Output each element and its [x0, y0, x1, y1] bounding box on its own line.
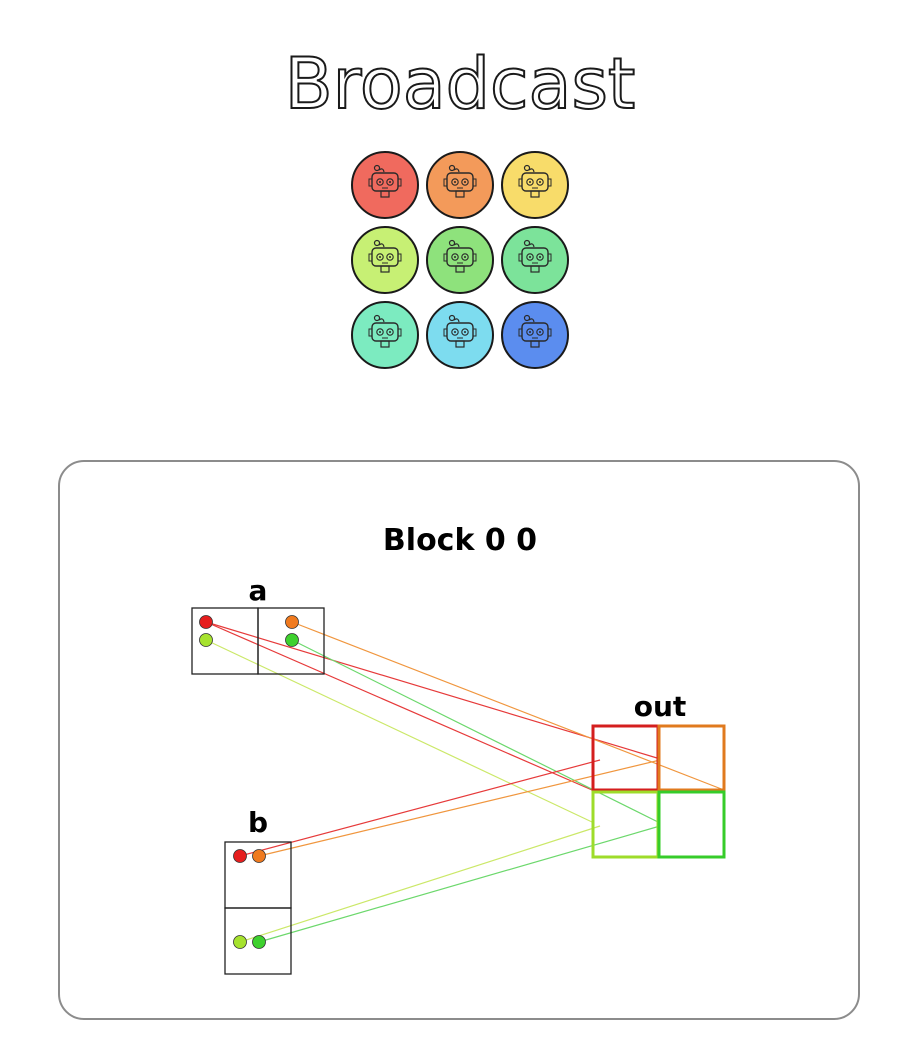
line-a-green-to-out	[291, 639, 659, 823]
tensor-out	[591, 724, 726, 859]
robot-icon	[501, 151, 569, 219]
b-dot-green	[252, 935, 266, 949]
out-label: out	[634, 690, 687, 723]
a-dot-green	[285, 633, 299, 647]
b-dot-red	[233, 849, 247, 863]
robot-icon	[351, 151, 419, 219]
broadcast-title: Broadcast	[284, 42, 637, 126]
tensor-b-cell-1	[224, 907, 292, 975]
a-dot-red	[199, 615, 213, 629]
out-cell-1-0	[591, 790, 660, 859]
tensor-a	[191, 607, 325, 675]
robot-icon	[426, 226, 494, 294]
line-a-red-to-out-2	[205, 621, 593, 791]
page-title: Broadcast	[285, 43, 636, 125]
a-dot-orange	[285, 615, 299, 629]
tensor-a-cell-1	[257, 607, 325, 675]
robot-icon	[351, 301, 419, 369]
robot-icon	[501, 226, 569, 294]
robot-grid	[351, 151, 569, 369]
out-cell-0-1	[657, 724, 726, 792]
robot-icon	[501, 301, 569, 369]
robot-icon	[426, 301, 494, 369]
a-dot-lightgreen	[199, 633, 213, 647]
tensor-a-label: a	[249, 574, 268, 607]
robot-icon	[426, 151, 494, 219]
tensor-b-label: b	[248, 806, 268, 839]
line-b-orange-to-out	[258, 759, 661, 857]
line-b-green-to-out	[258, 825, 661, 943]
block-panel	[58, 460, 860, 1020]
b-dot-orange	[252, 849, 266, 863]
line-a-lightgreen-to-out	[205, 639, 593, 823]
connection-lines	[205, 621, 725, 943]
line-b-red-to-out	[239, 759, 601, 857]
block-title: Block 0 0	[383, 523, 537, 558]
b-dot-lightgreen	[233, 935, 247, 949]
out-cell-0-0	[591, 724, 660, 792]
tensor-b	[224, 841, 292, 975]
robot-icon	[351, 226, 419, 294]
line-b-lightgreen-to-out	[239, 825, 601, 943]
out-cell-1-1	[657, 790, 726, 859]
